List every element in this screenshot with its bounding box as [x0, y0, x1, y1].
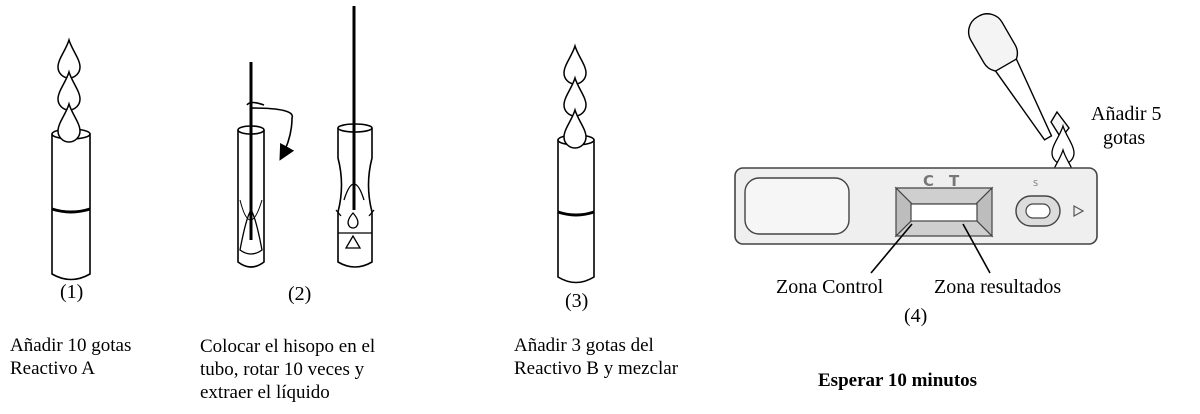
step1-drops — [57, 39, 81, 143]
dropper-caption-line1: Añadir 5 — [1091, 103, 1162, 125]
step4-caption: Esperar 10 minutos — [818, 370, 978, 391]
result-zone-label: Zona resultados — [934, 276, 1062, 298]
dropper-caption-line2: gotas — [1103, 127, 1146, 149]
step3-caption-line1: Añadir 3 gotas del — [514, 335, 654, 356]
step2-caption-line2: tubo, rotar 10 veces y — [200, 359, 365, 380]
arrow-mark-icon — [1073, 204, 1085, 218]
step2-caption-line1: Colocar el hisopo en el — [200, 336, 376, 357]
step2-tube-rotate — [237, 62, 265, 268]
window-letter-t: T — [949, 172, 960, 190]
step1-caption-line1: Añadir 10 gotas — [10, 335, 132, 356]
control-zone-label: Zona Control — [776, 276, 884, 298]
step3-number: (3) — [565, 290, 589, 312]
label-pointers — [870, 223, 991, 274]
step3-caption-line2: Reactivo B y mezclar — [514, 358, 679, 379]
step4-number: (4) — [904, 305, 928, 327]
step3-tube — [557, 134, 595, 284]
step2-number: (2) — [288, 283, 312, 305]
step1-caption-line2: Reactivo A — [10, 358, 95, 379]
result-window — [894, 186, 994, 238]
window-letter-c: C — [923, 172, 934, 190]
step3-drops — [563, 45, 587, 149]
step1-tube — [51, 128, 91, 281]
step2-tube-squeeze — [335, 6, 375, 268]
sample-mark: S — [1033, 179, 1038, 188]
step1-number: (1) — [60, 281, 84, 303]
step2-caption-line3: extraer el líquido — [200, 382, 330, 403]
rotate-arrow — [246, 101, 292, 159]
test-cassette — [734, 167, 1098, 245]
step2-liquid-drops — [344, 212, 362, 249]
dropper-icon — [967, 13, 1070, 141]
sample-well — [1015, 195, 1061, 227]
cassette-grip — [744, 177, 850, 235]
